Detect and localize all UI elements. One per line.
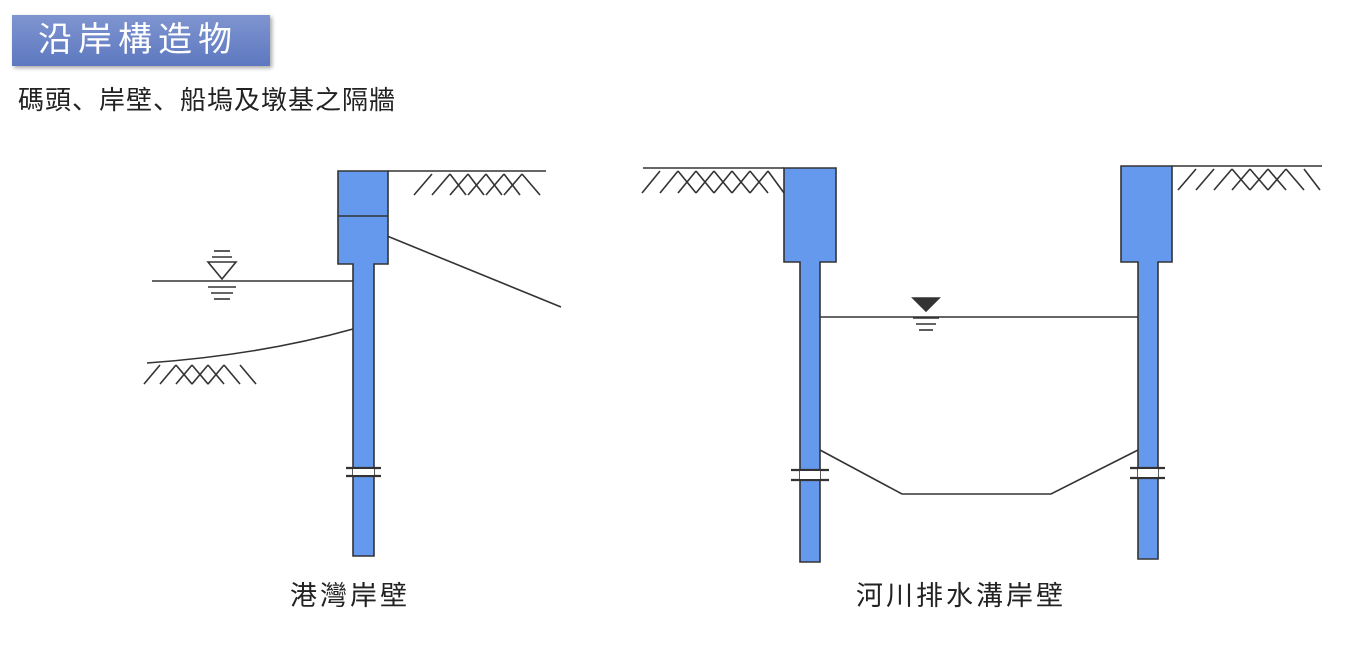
water-level-icon: [911, 297, 941, 331]
channel-wall-right: [1120, 165, 1173, 560]
harbor-quay-wall-caption: 港灣岸壁: [290, 581, 410, 612]
channel-wall-left: [783, 167, 837, 563]
soil-hatch-icon: [143, 364, 257, 385]
water-level-icon: [206, 250, 238, 300]
quay-wall-body: [337, 170, 389, 557]
title-banner: [12, 15, 270, 66]
soil-hatch-icon: [641, 170, 785, 194]
channel-bed-line: [819, 449, 1139, 495]
page-title: 沿岸構造物: [38, 20, 238, 60]
soil-hatch-icon: [1177, 168, 1321, 191]
river-channel-wall-caption: 河川排水溝岸壁: [856, 581, 1066, 612]
harbor-quay-wall-diagram: [143, 170, 562, 557]
pile-break-icon: [791, 468, 829, 482]
pile-break-icon: [1130, 466, 1165, 480]
page-subtitle: 碼頭、岸壁、船塢及墩基之隔牆: [18, 86, 397, 116]
river-channel-wall-diagram: [641, 165, 1322, 563]
seabed-curve: [146, 328, 354, 364]
soil-hatch-icon: [413, 173, 541, 196]
pile-break-icon: [346, 466, 381, 478]
